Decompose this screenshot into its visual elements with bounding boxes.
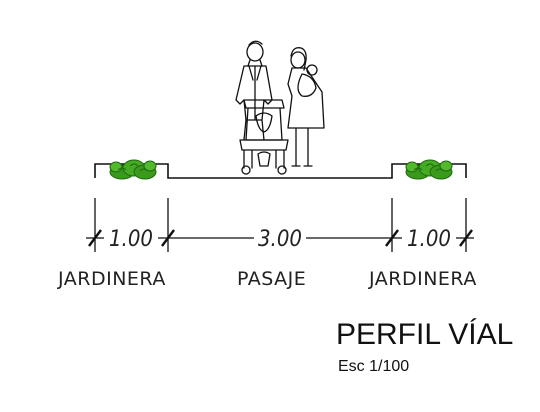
drawing-title: PERFIL VÍAL [336, 318, 514, 351]
dimension-lines [86, 198, 474, 252]
people-with-stroller-icon [235, 40, 325, 175]
label-passage: PASAJE [237, 268, 307, 290]
label-planter-right: JARDINERA [369, 268, 477, 290]
dimension-center: 3.00 [258, 227, 302, 252]
shrub-icon [405, 159, 453, 180]
label-planter-left: JARDINERA [58, 268, 166, 290]
drawing-scale: Esc 1/100 [338, 358, 410, 375]
ground-profile-line [94, 163, 467, 179]
shrub-icon [109, 159, 157, 180]
dimension-right: 1.00 [407, 227, 451, 252]
dimension-left: 1.00 [109, 227, 153, 252]
